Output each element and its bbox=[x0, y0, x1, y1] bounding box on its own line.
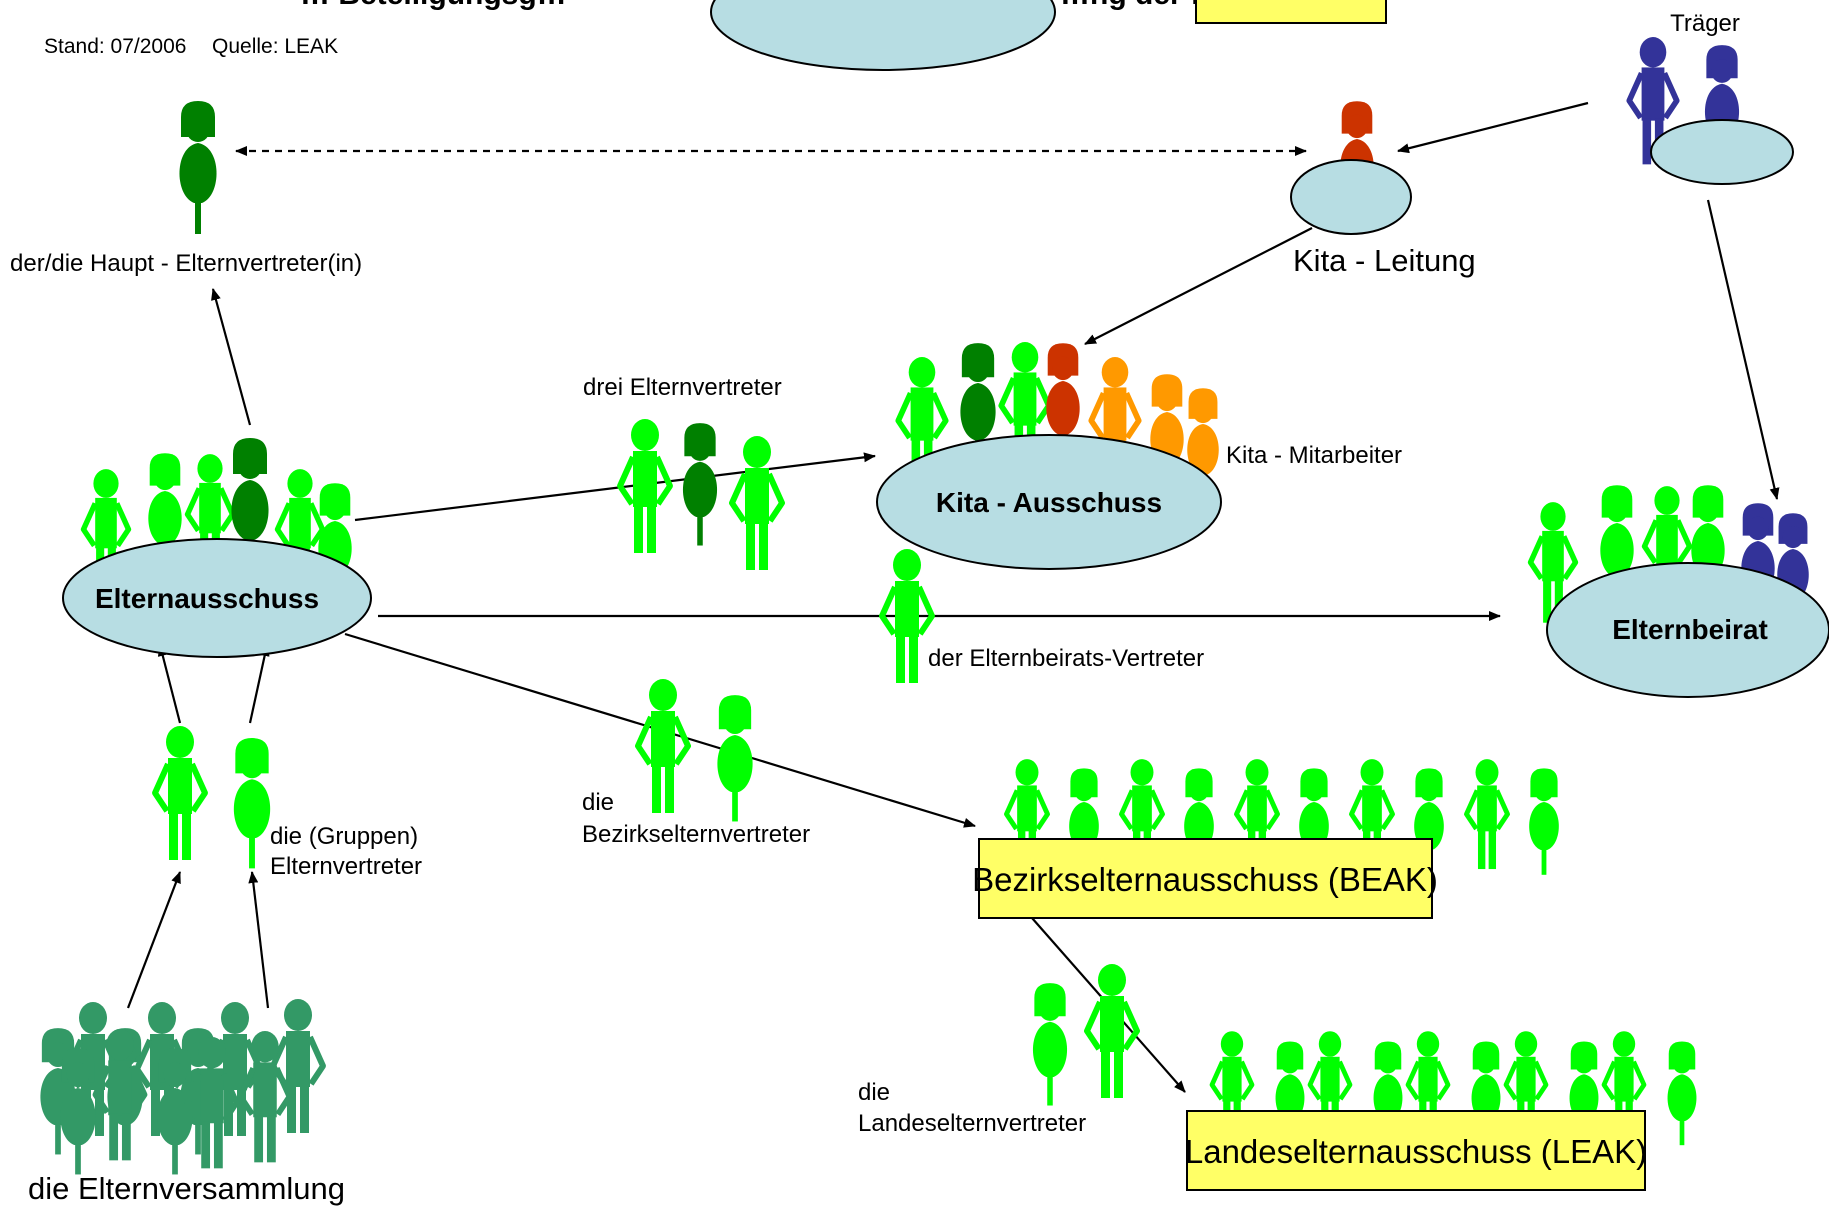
standing-man-icon bbox=[1464, 759, 1510, 870]
title-yellow-box bbox=[1195, 0, 1387, 24]
standing-woman-icon bbox=[179, 101, 217, 234]
landeselternvertreter-label-line1: die bbox=[858, 1079, 890, 1106]
elternversammlung-figures bbox=[40, 999, 326, 1175]
traeger-figures bbox=[1626, 37, 1740, 168]
traeger-label: Träger bbox=[1670, 10, 1740, 37]
standing-man-icon bbox=[1088, 357, 1142, 485]
elternbeirats-vertreter-figure bbox=[879, 549, 935, 683]
elternbeirat-node bbox=[1546, 562, 1829, 698]
haupt-elternvertreter-figure bbox=[179, 101, 217, 234]
standing-man-icon bbox=[879, 549, 935, 683]
leak-label: Landeselternausschuss (LEAK) bbox=[1185, 1133, 1647, 1170]
landeselternvertreter-figures bbox=[1032, 964, 1140, 1106]
gruppen-elternvertreter-label-line1: die (Gruppen) bbox=[270, 823, 418, 850]
standing-man-icon bbox=[635, 679, 691, 813]
gruppen-to-elternausschuss-arrow-right bbox=[248, 644, 270, 724]
traeger-to-elternbeirat-arrow bbox=[1706, 199, 1780, 500]
title-area: … Beteiligungsg… …ng der … bbox=[300, 0, 1387, 71]
gruppen-elternvertreter-figures bbox=[152, 726, 271, 869]
standing-woman-icon bbox=[231, 438, 269, 571]
gruppen-elternvertreter-label-line2: Elternvertreter bbox=[270, 853, 422, 880]
standing-man-icon bbox=[270, 999, 326, 1133]
standing-woman-icon bbox=[148, 453, 182, 573]
traeger-to-leitung-arrow bbox=[1397, 101, 1589, 154]
elternausschuss-to-kita-ausschuss-arrow bbox=[354, 452, 876, 522]
title-right-fragment: …ng der … bbox=[1060, 0, 1220, 11]
leak-figures bbox=[1209, 1031, 1697, 1146]
title-left-fragment: … Beteiligungsg… bbox=[300, 0, 567, 11]
elternversammlung-label: die Elternversammlung bbox=[28, 1171, 345, 1206]
standing-man-icon bbox=[184, 1037, 240, 1169]
standing-man-icon bbox=[1234, 759, 1280, 870]
drei-elternvertreter-figures bbox=[617, 419, 785, 570]
standing-woman-icon bbox=[60, 1048, 96, 1175]
kita-ausschuss-label: Kita - Ausschuss bbox=[936, 487, 1162, 518]
leak-box bbox=[1186, 1110, 1646, 1191]
bezirkselternvertreter-label-line2: Bezirkselternvertreter bbox=[582, 821, 810, 848]
standing-man-icon bbox=[1527, 502, 1579, 623]
beak-label: Bezirkselternausschuss (BEAK) bbox=[972, 861, 1438, 898]
standing-woman-icon bbox=[1667, 1041, 1697, 1146]
drei-elternvertreter-label: drei Elternvertreter bbox=[583, 374, 782, 401]
standing-man-icon bbox=[92, 1029, 148, 1161]
connectors bbox=[126, 101, 1780, 1093]
standing-woman-icon bbox=[1471, 1041, 1501, 1146]
standing-woman-icon bbox=[717, 695, 753, 822]
stand-label: Stand: 07/2006 bbox=[44, 35, 186, 58]
versammlung-to-gruppen-arrow-right bbox=[248, 871, 270, 1009]
standing-man-icon bbox=[729, 436, 785, 570]
standing-man-icon bbox=[1084, 964, 1140, 1098]
title-oval bbox=[710, 0, 1056, 71]
quelle-label: Quelle: LEAK bbox=[212, 35, 338, 58]
standing-man-icon bbox=[617, 419, 673, 553]
standing-woman-icon bbox=[682, 423, 718, 546]
kita-leitung-label: Kita - Leitung bbox=[1293, 243, 1476, 278]
standing-man-icon bbox=[1307, 1031, 1353, 1139]
standing-woman-icon bbox=[233, 738, 271, 869]
kita-ausschuss-node bbox=[876, 434, 1222, 570]
versammlung-to-gruppen-arrow-left bbox=[126, 871, 182, 1009]
bezirkselternvertreter-figures bbox=[635, 679, 753, 822]
standing-woman-icon bbox=[1032, 983, 1068, 1106]
elternbeirat-label: Elternbeirat bbox=[1612, 614, 1768, 645]
standing-man-icon bbox=[152, 726, 208, 860]
standing-woman-icon bbox=[960, 343, 996, 470]
kita-mitarbeiter-label: Kita - Mitarbeiter bbox=[1226, 442, 1402, 469]
elternausschuss-label: Elternausschuss bbox=[95, 583, 319, 614]
standing-woman-icon bbox=[1414, 768, 1444, 875]
standing-woman-icon bbox=[1600, 485, 1634, 605]
beak-box bbox=[978, 838, 1433, 919]
elternausschuss-to-haupt-arrow bbox=[211, 288, 252, 426]
elternausschuss-node bbox=[62, 538, 372, 658]
standing-woman-icon bbox=[1275, 1041, 1305, 1146]
bezirkselternvertreter-label-line1: die bbox=[582, 789, 614, 816]
kita-leitung-oval bbox=[1290, 159, 1412, 235]
traeger-oval bbox=[1650, 119, 1794, 185]
landeselternvertreter-label-line2: Landeselternvertreter bbox=[858, 1110, 1086, 1137]
haupt-elternvertreter-label: der/die Haupt - Elternvertreter(in) bbox=[10, 250, 362, 277]
standing-man-icon bbox=[237, 1031, 293, 1163]
gruppen-to-elternausschuss-arrow-left bbox=[157, 644, 182, 724]
standing-woman-icon bbox=[1529, 768, 1559, 875]
standing-woman-icon bbox=[157, 1048, 193, 1175]
leitung-to-kita-ausschuss-arrow bbox=[1084, 227, 1313, 345]
elternbeirats-vertreter-label: der Elternbeirats-Vertreter bbox=[928, 645, 1204, 672]
